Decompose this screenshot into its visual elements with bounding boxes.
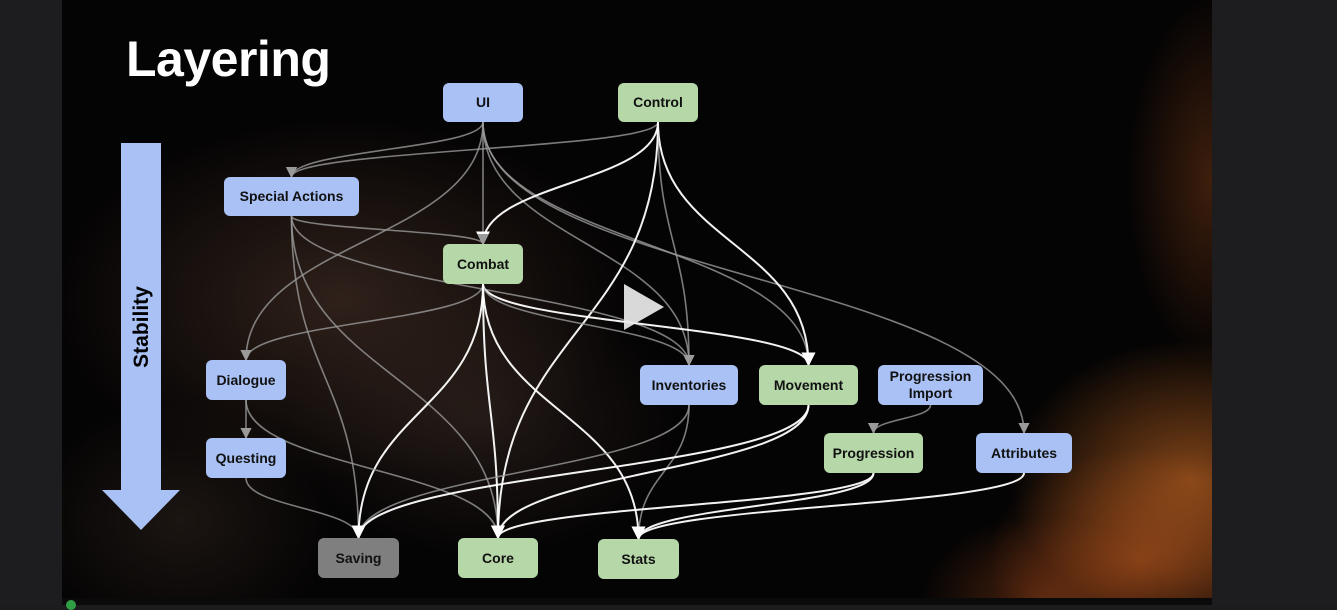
stability-arrow — [121, 143, 161, 493]
node-movement[interactable]: Movement — [759, 365, 858, 405]
node-control[interactable]: Control — [618, 83, 698, 122]
node-progression[interactable]: Progression — [824, 433, 923, 473]
stability-label: Stability — [130, 286, 153, 368]
node-inventories[interactable]: Inventories — [640, 365, 738, 405]
node-questing[interactable]: Questing — [206, 438, 286, 478]
node-attributes[interactable]: Attributes — [976, 433, 1072, 473]
left-letterbox — [0, 0, 62, 605]
play-icon[interactable] — [624, 284, 664, 330]
video-bottom-bar — [62, 598, 1212, 605]
node-dialogue[interactable]: Dialogue — [206, 360, 286, 400]
slide-title: Layering — [126, 31, 331, 87]
node-core[interactable]: Core — [458, 538, 538, 578]
node-saving[interactable]: Saving — [318, 538, 399, 578]
stability-arrow-head — [102, 490, 180, 530]
node-special-actions[interactable]: Special Actions — [224, 177, 359, 216]
node-ui[interactable]: UI — [443, 83, 523, 122]
node-stats[interactable]: Stats — [598, 539, 679, 579]
right-letterbox — [1212, 0, 1337, 605]
node-progression-import[interactable]: Progression Import — [878, 365, 983, 405]
node-combat[interactable]: Combat — [443, 244, 523, 284]
status-dot-icon — [66, 600, 76, 610]
